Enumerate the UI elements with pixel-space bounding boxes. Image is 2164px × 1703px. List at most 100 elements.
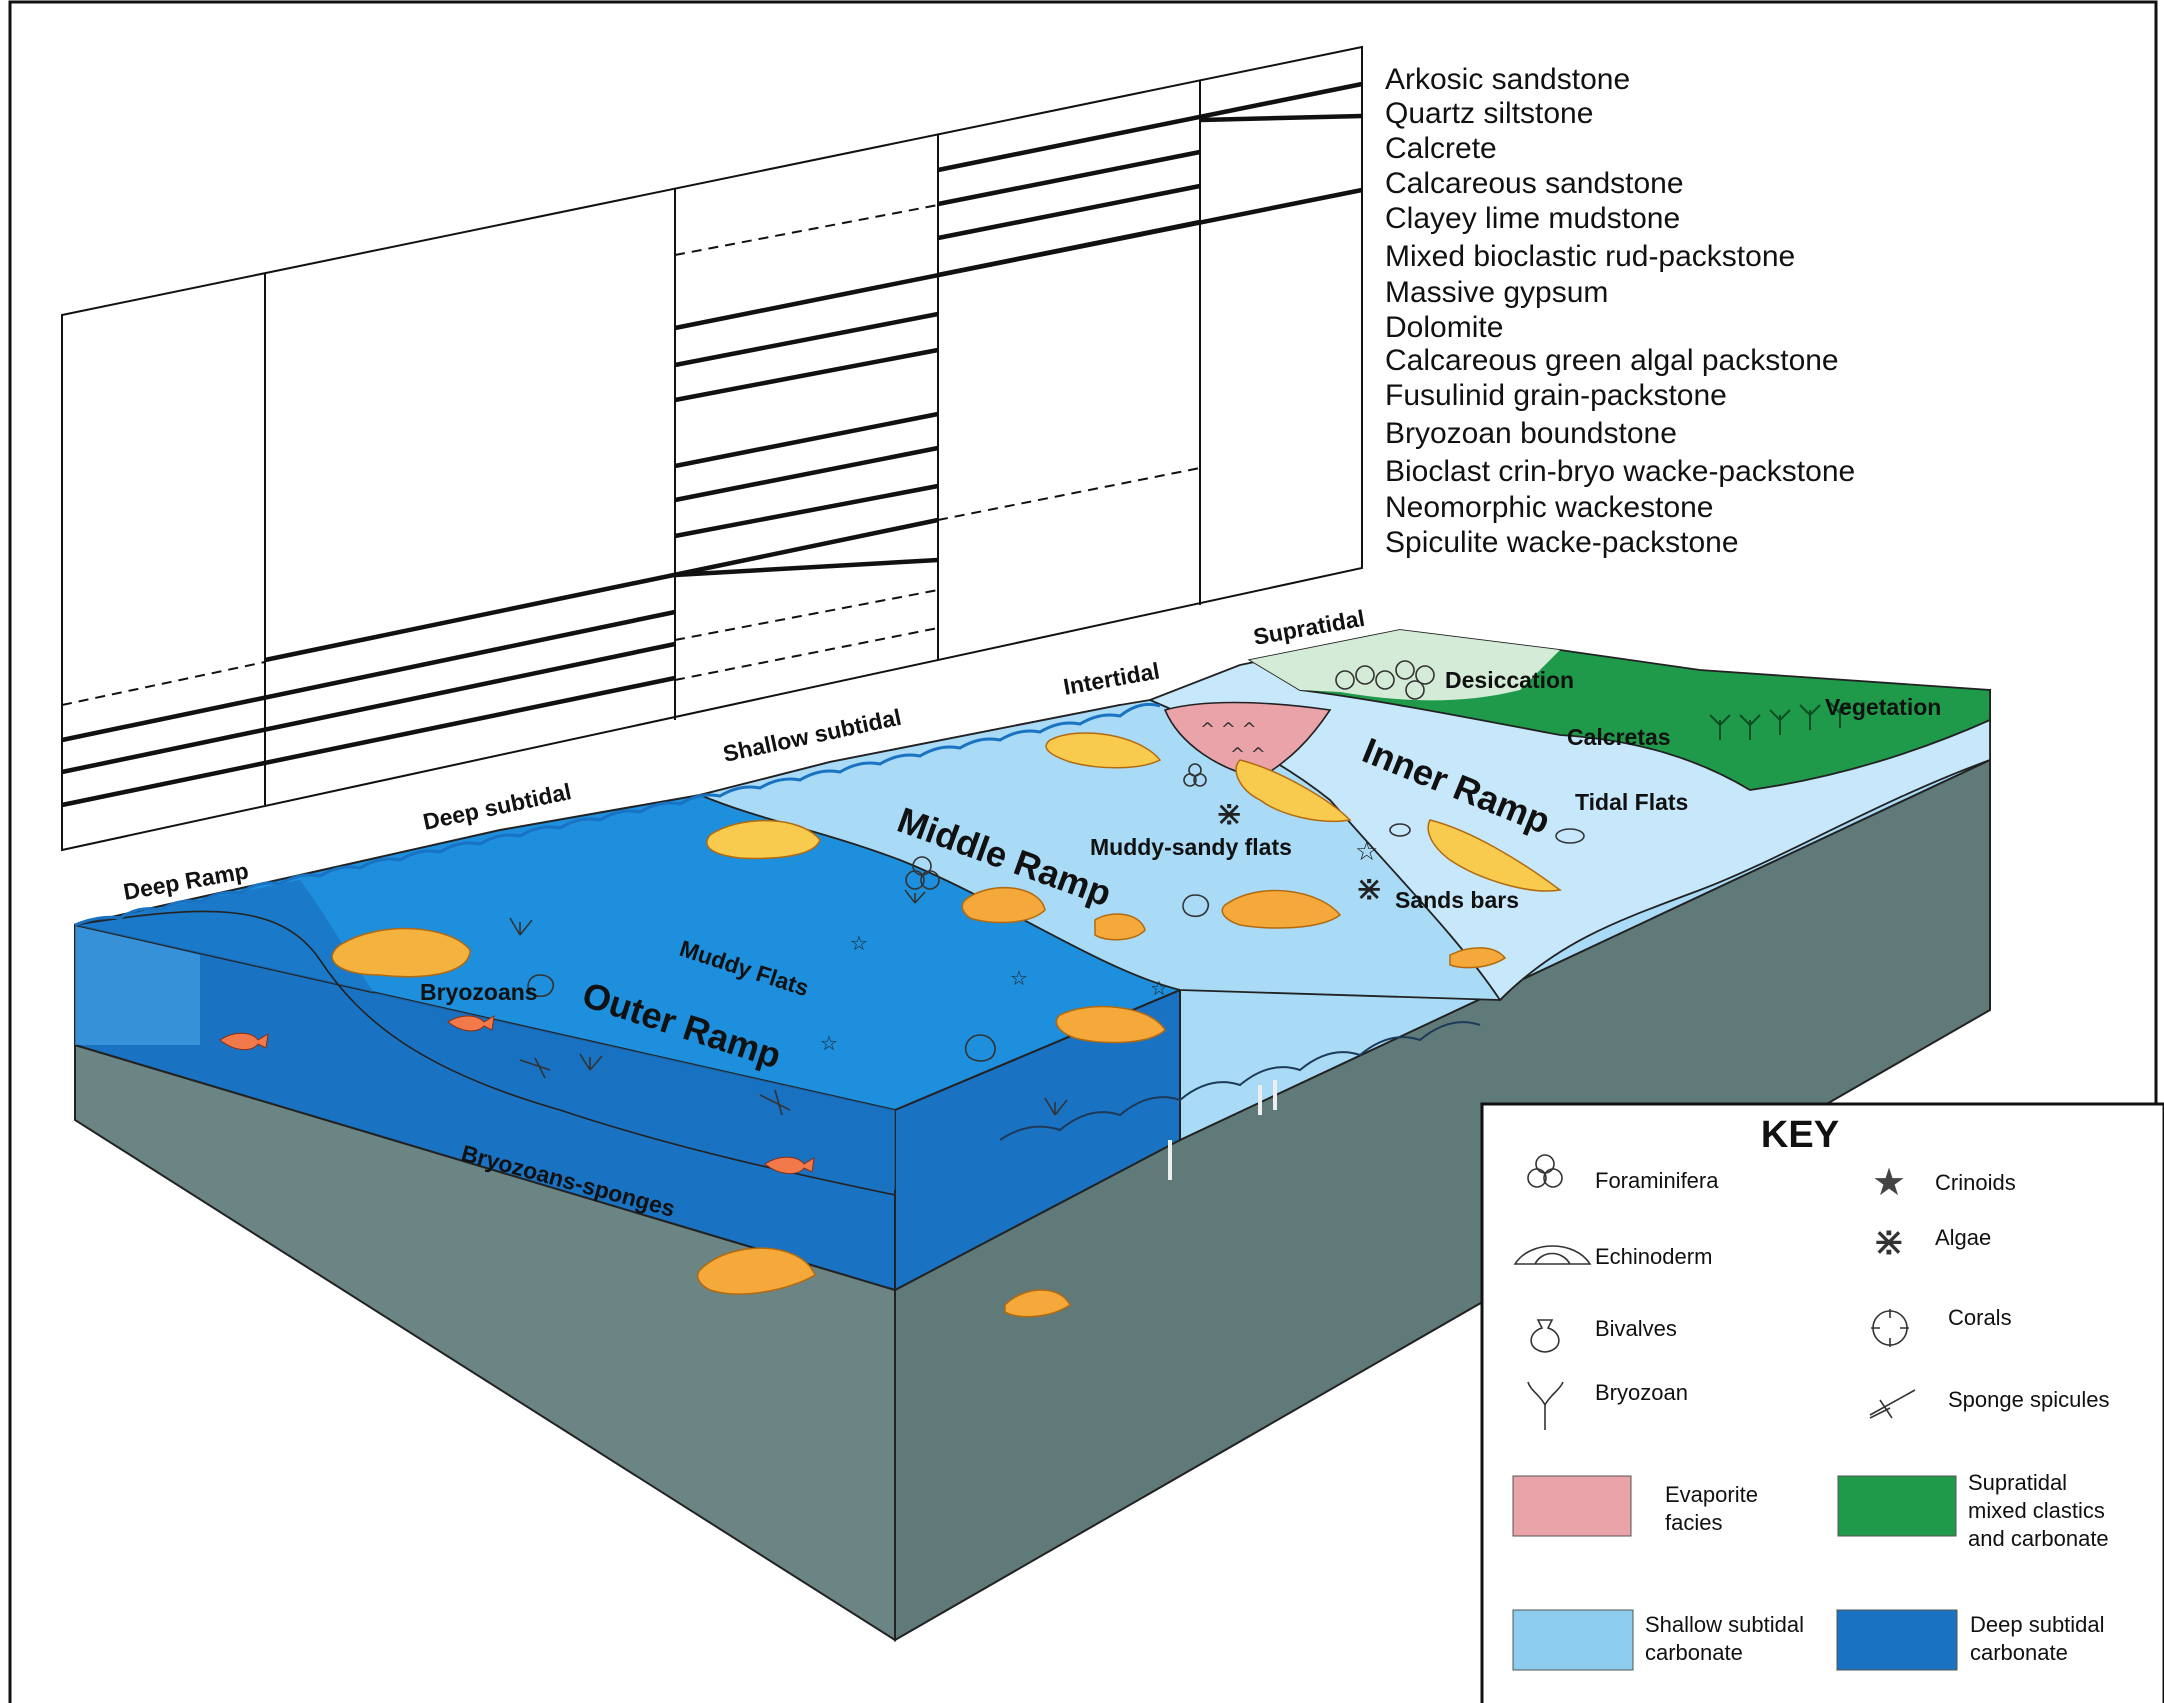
echinoderm-icon: [1513, 1245, 1592, 1265]
facies-bed: [937, 149, 1201, 207]
sponge-spicule-icon: [519, 1057, 551, 1079]
facies-label: Arkosic sandstone: [1385, 63, 1630, 96]
bioclast-shoal: [1235, 759, 1352, 823]
facies-label: Bioclast crin-bryo wacke-packstone: [1385, 455, 1855, 488]
vegetation-icon: [1739, 714, 1761, 740]
water-face-highlight: [75, 925, 200, 1045]
evaporite-crystal-icon: ^ ^ ^: [1200, 719, 1257, 740]
environment-label: Calcretas: [1567, 724, 1671, 750]
facies-label: Fusulinid grain-packstone: [1385, 379, 1727, 412]
bryozoan-icon: [1044, 1097, 1068, 1116]
desiccation-crack-icon: [1375, 670, 1395, 690]
facies-label: Mixed bioclastic rud-packstone: [1385, 240, 1795, 273]
facies-bed: [674, 557, 939, 578]
fossil-symbols: ☆ ☆ ☆ ☆ ☆ ⋇ ⋇: [509, 660, 1851, 1180]
bryozoan-mound: [331, 927, 471, 978]
bivalve-icon: [1530, 1319, 1560, 1353]
facies-bed: [264, 517, 939, 663]
environment-label: Desiccation: [1445, 667, 1574, 693]
zone-label: Intertidal: [1061, 657, 1161, 699]
legend-key: KEY Foraminifera Echinoderm Bivalves Bry…: [1480, 1102, 2164, 1703]
environment-label: Tidal Flats: [1575, 789, 1688, 815]
facies-label: Neomorphic wackestone: [1385, 491, 1714, 524]
legend-label: Sponge spicules: [1948, 1387, 2109, 1412]
evaporite-facies-area: [1163, 701, 1332, 779]
facies-bed: [61, 641, 676, 775]
fish-icon: [219, 1032, 269, 1050]
bioclast-shoal: [1094, 913, 1146, 941]
fish-icon: [447, 1015, 495, 1032]
ramp-boundary: [74, 910, 896, 1196]
sponge-spicule-icon: [1869, 1389, 1916, 1419]
legend-swatch-label: carbonate: [1970, 1640, 2068, 1665]
legend-label: Bryozoan: [1595, 1380, 1688, 1405]
environment-label: Vegetation: [1825, 694, 1941, 720]
bryozoan-icon: [509, 917, 533, 936]
bryozoan-icon: [904, 889, 926, 904]
legend-swatch-label: Supratidal: [1968, 1470, 2067, 1495]
crinoid-star-icon: ☆: [1010, 966, 1028, 990]
vegetation-icon: [1799, 704, 1821, 730]
coral-icon: [1555, 828, 1585, 844]
bryozoan-mound: [1221, 889, 1342, 929]
foraminifera-icon: [912, 856, 932, 876]
sponge-spicule-icon: [759, 1089, 791, 1116]
facies-bed: [674, 483, 939, 539]
environment-label: Sands bars: [1395, 887, 1519, 913]
fish-icon: [764, 1156, 815, 1174]
bioclast-shoal: [1045, 732, 1162, 769]
crinoid-star-icon: ☆: [850, 931, 868, 955]
facies-label-list: Arkosic sandstone Quartz siltstone Calcr…: [1385, 63, 1855, 559]
legend-swatch-label: mixed clastics: [1968, 1498, 2105, 1523]
facies-label: Spiculite wacke-packstone: [1385, 526, 1739, 559]
desiccation-crack-icon: [1415, 665, 1435, 685]
desiccation-crack-icon: [1395, 660, 1415, 680]
deep-ramp-band: [75, 880, 895, 1190]
desiccation-zone: [1250, 630, 1560, 701]
bioclast-shoal: [706, 819, 821, 860]
legend-swatch-label: facies: [1665, 1510, 1722, 1535]
environment-label: Bryozoans: [420, 979, 538, 1005]
facies-bed: [937, 219, 1201, 278]
facies-bed-dashed: [937, 467, 1201, 521]
crinoid-star-icon: ☆: [1355, 837, 1378, 867]
facies-bed: [937, 81, 1363, 173]
vegetation-icon: [1709, 714, 1731, 740]
facies-label: Clayey lime mudstone: [1385, 202, 1680, 235]
bivalve-icon: [527, 974, 555, 998]
facies-label: Quartz siltstone: [1385, 97, 1593, 130]
algae-icon: ⋇: [1215, 794, 1244, 834]
correlation-panel-outline: [61, 45, 1363, 852]
supratidal-swatch: [1837, 1475, 1957, 1537]
facies-label: Bryozoan boundstone: [1385, 417, 1677, 450]
evaporite-crystal-icon: ^ ^: [1230, 744, 1266, 765]
desiccation-crack-icon: [1335, 670, 1355, 690]
facies-bed: [61, 609, 676, 743]
legend-label: Algae: [1935, 1225, 1991, 1250]
ramp-block-diagram: ☆ ☆ ☆ ☆ ☆ ⋇ ⋇: [74, 629, 1991, 1642]
facies-correlation-panel: [61, 45, 1363, 852]
facies-bed-dashed: [674, 589, 939, 641]
figure-frame: [8, 0, 2158, 1703]
evaporite-swatch: [1512, 1475, 1632, 1537]
legend-title: KEY: [1761, 1114, 1839, 1156]
foraminifera-icon: [1188, 763, 1202, 777]
legend-label: Bivalves: [1595, 1316, 1677, 1341]
vegetation-icon: [1769, 709, 1791, 735]
crinoid-star-icon: ★: [1872, 1160, 1906, 1204]
bryozoan-sponge-reef: [1004, 1289, 1071, 1318]
facies-bed: [61, 675, 676, 808]
bryozoan-mound: [961, 887, 1046, 924]
shallow-subtidal-swatch: [1512, 1609, 1634, 1671]
legend-label: Echinoderm: [1595, 1244, 1712, 1269]
legend-swatch-label: Deep subtidal: [1970, 1612, 2105, 1637]
legend-swatch-label: Evaporite: [1665, 1482, 1758, 1507]
facies-bed: [1199, 113, 1363, 123]
legend-label: Corals: [1948, 1305, 2012, 1330]
facies-bed: [674, 311, 939, 368]
crinoid-star-icon: ☆: [820, 1031, 838, 1055]
environment-label: Muddy-sandy flats: [1090, 834, 1292, 860]
desiccation-crack-icon: [1355, 665, 1375, 685]
